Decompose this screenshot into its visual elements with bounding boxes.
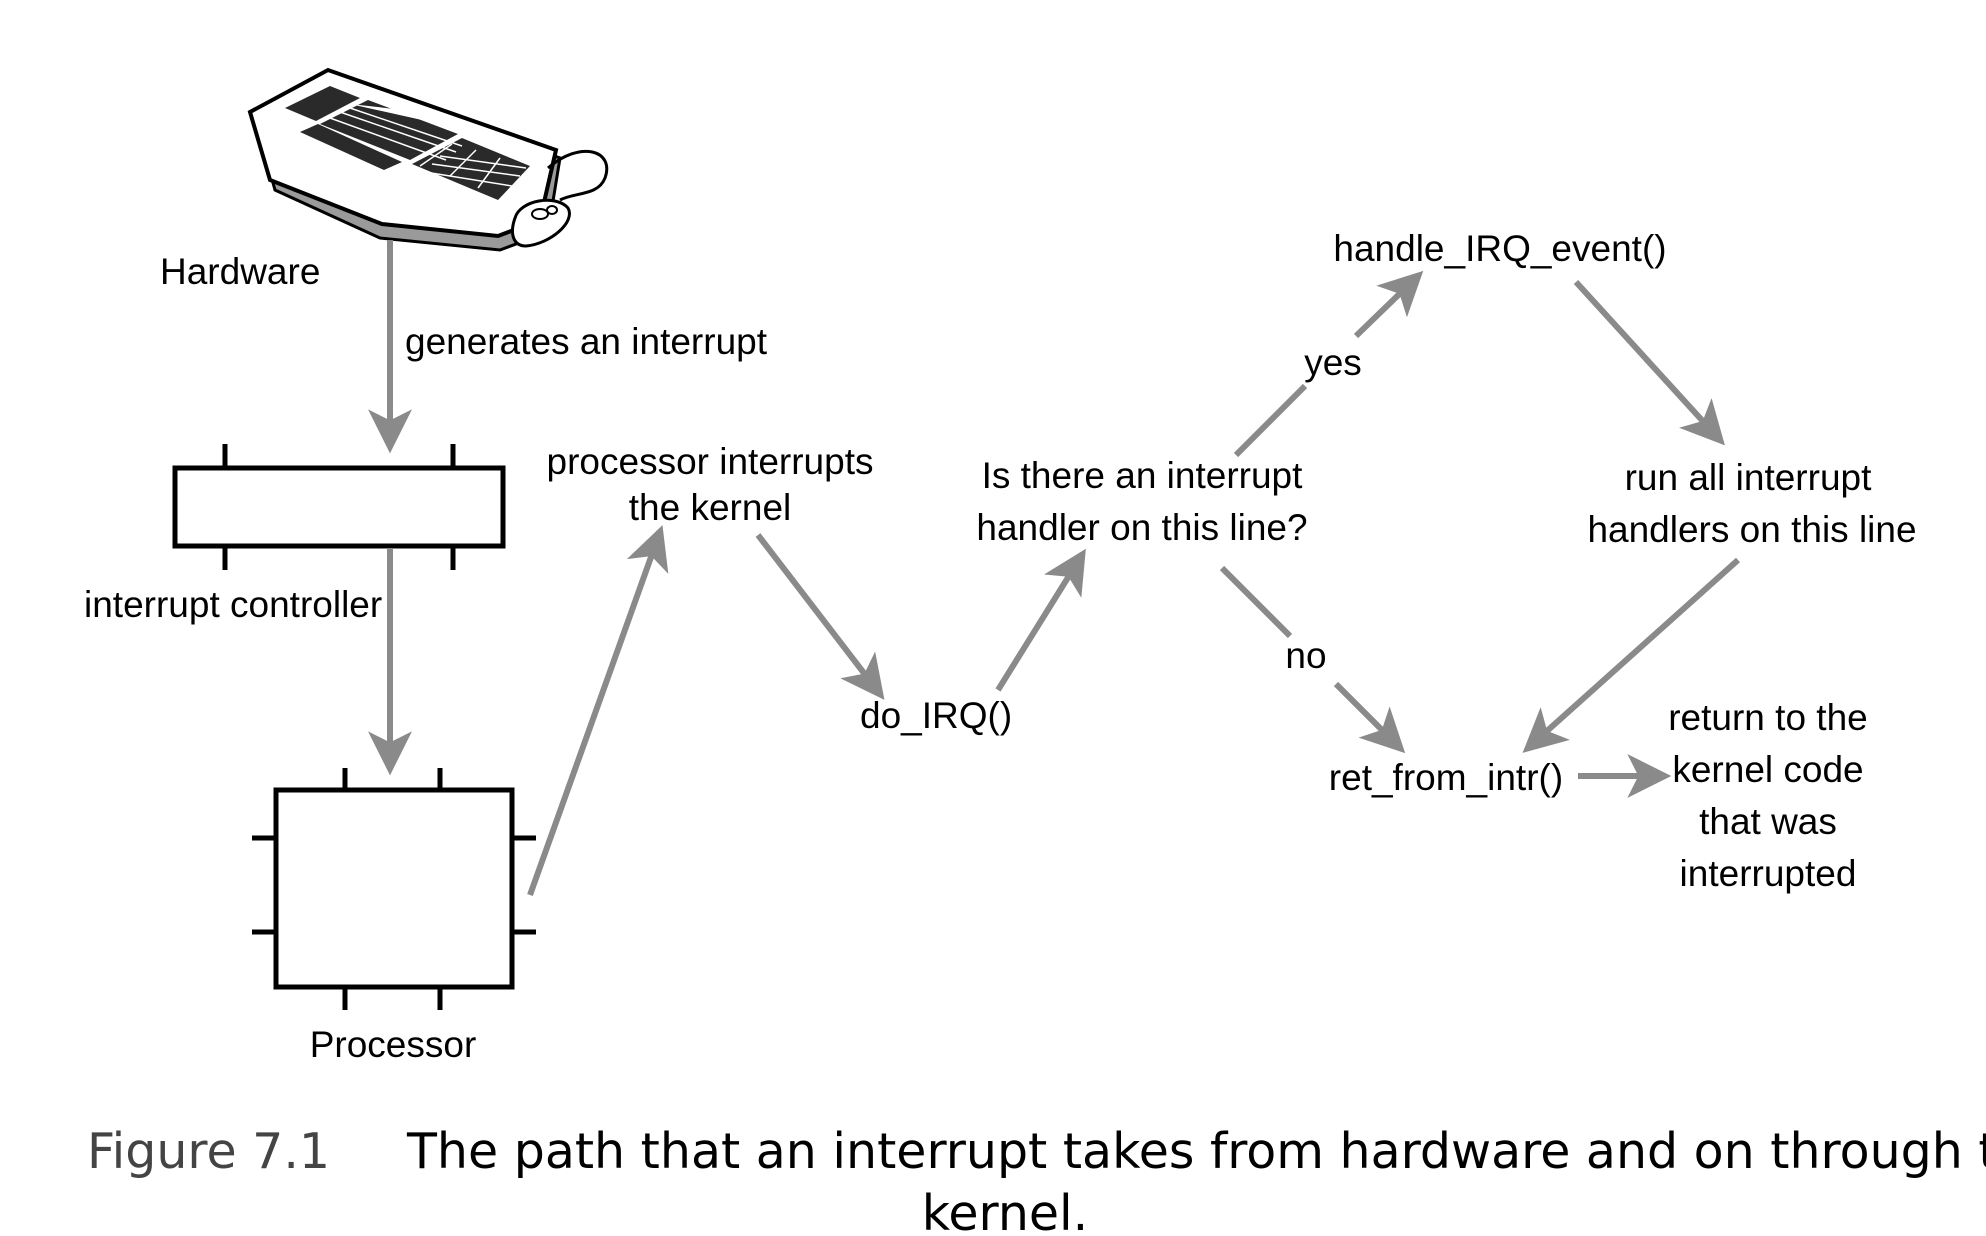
return-label-line1: return to the bbox=[1668, 697, 1868, 738]
interrupt-controller-box bbox=[172, 444, 506, 570]
do-irq-label: do_IRQ() bbox=[860, 695, 1012, 736]
run-all-label-line2: handlers on this line bbox=[1587, 509, 1916, 550]
arrow-kernel-to-do-irq bbox=[755, 533, 885, 700]
handle-irq-event-label: handle_IRQ_event() bbox=[1333, 228, 1666, 269]
hardware-label: Hardware bbox=[160, 251, 320, 292]
processor-box bbox=[252, 768, 536, 1010]
arrow-processor-to-kernel bbox=[527, 525, 669, 897]
arrow-handle-to-run-all bbox=[1573, 279, 1725, 446]
figure-caption-line2: kernel. bbox=[922, 1185, 1088, 1236]
return-label-line3: that was bbox=[1699, 801, 1837, 842]
processor-label: Processor bbox=[310, 1024, 477, 1065]
arrow-run-all-to-ret bbox=[1522, 557, 1741, 753]
question-label-line1: Is there an interrupt bbox=[982, 455, 1304, 496]
arrow-yes-segment2 bbox=[1353, 270, 1424, 339]
question-label-line2: handler on this line? bbox=[976, 507, 1307, 548]
interrupt-controller-label: interrupt controller bbox=[84, 584, 382, 625]
arrow-yes-segment1 bbox=[1233, 383, 1308, 458]
arrow-no-segment1 bbox=[1219, 565, 1293, 639]
arrow-no-segment2 bbox=[1333, 681, 1406, 754]
keyboard-and-mouse-icon bbox=[247, 67, 609, 252]
run-all-label-line1: run all interrupt bbox=[1625, 457, 1873, 498]
generates-interrupt-label: generates an interrupt bbox=[405, 321, 768, 362]
processor-interrupts-label-line1: processor interrupts bbox=[547, 441, 874, 482]
return-label-line4: interrupted bbox=[1680, 853, 1857, 894]
ret-from-intr-label: ret_from_intr() bbox=[1329, 757, 1563, 798]
no-label: no bbox=[1285, 635, 1326, 676]
figure-caption-line1: The path that an interrupt takes from ha… bbox=[406, 1123, 1986, 1180]
yes-label: yes bbox=[1304, 342, 1362, 383]
figure-number: Figure 7.1 bbox=[87, 1123, 330, 1180]
return-label-line2: kernel code bbox=[1672, 749, 1863, 790]
arrow-do-irq-to-question bbox=[995, 548, 1086, 692]
processor-interrupts-label-line2: the kernel bbox=[629, 487, 792, 528]
